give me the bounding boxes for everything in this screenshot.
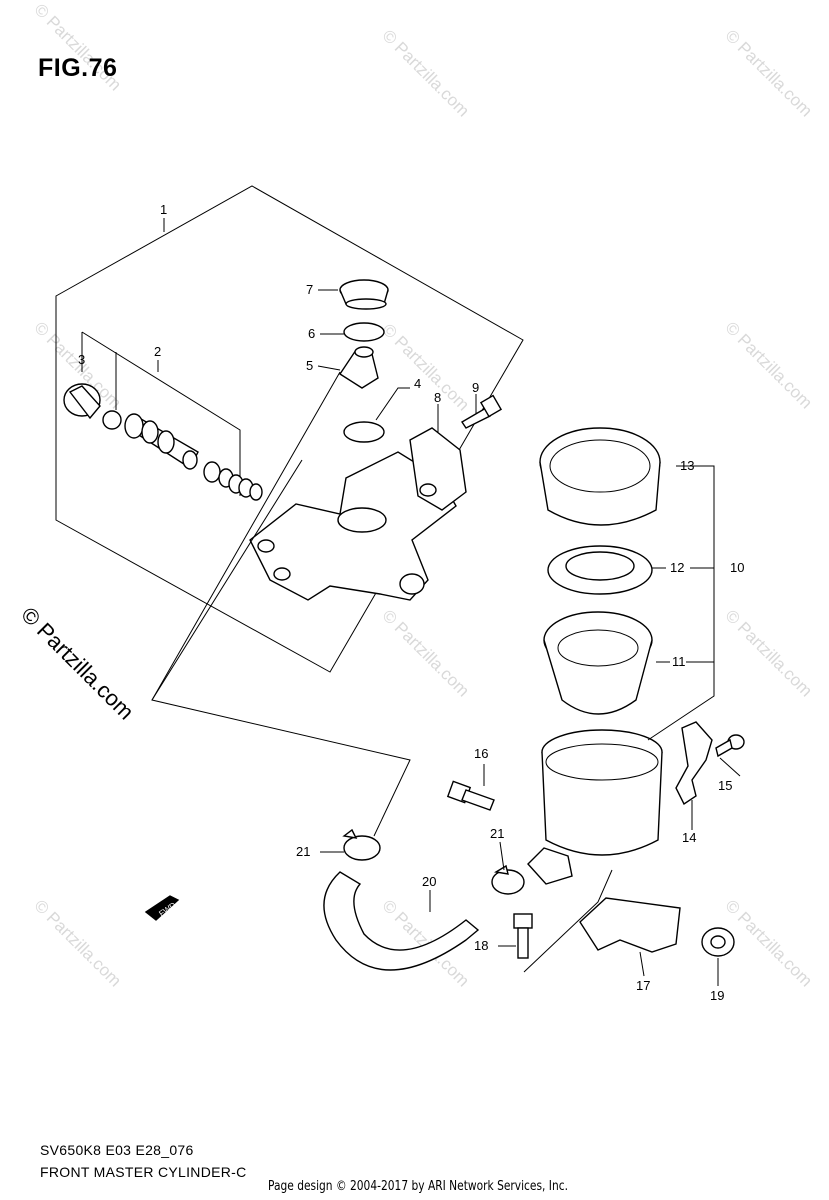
bolt-9 bbox=[461, 394, 503, 429]
callout-labels: 1 2 3 4 5 6 7 8 9 10 11 12 13 14 15 16 1… bbox=[78, 202, 744, 1003]
callout-5: 5 bbox=[306, 358, 313, 373]
callout-14: 14 bbox=[682, 830, 696, 845]
hose-clamp bbox=[491, 864, 525, 895]
figure-title: FIG.76 bbox=[38, 54, 118, 82]
copyright-notice: Page design © 2004-2017 by ARI Network S… bbox=[268, 1179, 568, 1194]
circlip bbox=[102, 410, 122, 430]
dust-cap bbox=[339, 279, 389, 310]
forward-arrow-icon bbox=[144, 895, 180, 921]
callout-21: 21 bbox=[490, 826, 504, 841]
diagram-name: FRONT MASTER CYLINDER-C bbox=[40, 1164, 247, 1180]
piston-cup bbox=[63, 383, 101, 420]
master-cylinder-body bbox=[249, 427, 467, 601]
callout-9: 9 bbox=[472, 380, 479, 395]
callout-19: 19 bbox=[710, 988, 724, 1003]
diaphragm-plate bbox=[547, 545, 653, 595]
callout-10: 10 bbox=[730, 560, 744, 575]
callout-3: 3 bbox=[78, 352, 85, 367]
model-code: SV650K8 E03 E28_076 bbox=[40, 1142, 194, 1158]
callout-2: 2 bbox=[154, 344, 161, 359]
reservoir bbox=[527, 729, 663, 885]
callout-21: 21 bbox=[296, 844, 310, 859]
callout-16: 16 bbox=[474, 746, 488, 761]
callout-13: 13 bbox=[680, 458, 694, 473]
callout-8: 8 bbox=[434, 390, 441, 405]
hose-elbow bbox=[339, 346, 379, 389]
reservoir-cap bbox=[539, 427, 661, 526]
callout-6: 6 bbox=[308, 326, 315, 341]
callout-20: 20 bbox=[422, 874, 436, 889]
callout-11: 11 bbox=[672, 654, 686, 669]
piston bbox=[124, 413, 199, 470]
callout-17: 17 bbox=[636, 978, 650, 993]
callout-4: 4 bbox=[414, 376, 421, 391]
diaphragm bbox=[543, 611, 653, 715]
circlip-ring bbox=[343, 322, 385, 342]
hose-clamp bbox=[342, 828, 381, 861]
o-ring bbox=[343, 421, 385, 443]
spring-kit-bracket bbox=[81, 331, 241, 496]
mounting-bracket bbox=[579, 897, 681, 953]
leader-lines bbox=[151, 289, 741, 986]
callout-12: 12 bbox=[670, 560, 684, 575]
callout-7: 7 bbox=[306, 282, 313, 297]
callout-18: 18 bbox=[474, 938, 488, 953]
callout-1: 1 bbox=[160, 202, 167, 217]
reservoir-hose bbox=[323, 871, 480, 971]
reservoir-bracket bbox=[675, 721, 713, 806]
nut-19 bbox=[701, 927, 735, 957]
screw-15 bbox=[715, 734, 745, 758]
callout-15: 15 bbox=[718, 778, 732, 793]
spring bbox=[203, 461, 263, 501]
bolt-16 bbox=[446, 780, 495, 811]
bolt-18 bbox=[513, 913, 533, 959]
